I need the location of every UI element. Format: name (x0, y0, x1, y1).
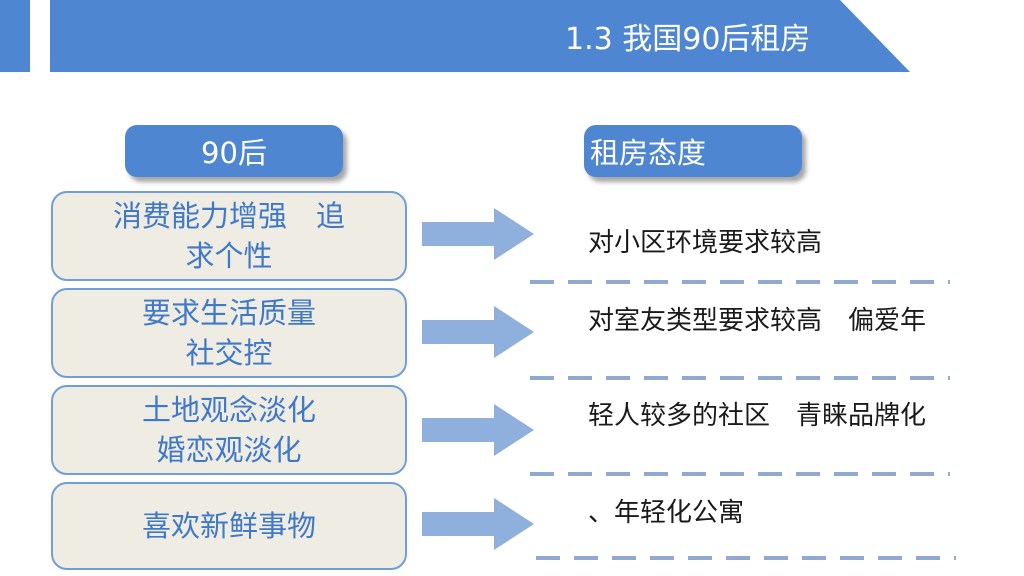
dashed-divider (536, 556, 956, 560)
attitude-text-line: 对小区环境要求较高 (588, 228, 823, 258)
attitude-text-line: 轻人较多的社区 青睐品牌化 (588, 401, 927, 431)
arrow-right-icon (422, 306, 534, 358)
arrow-right-icon (422, 404, 534, 456)
left-accent-tab (0, 0, 30, 72)
factor-box-novelty: 喜欢新鲜事物 (51, 482, 407, 570)
page-title: 1.3 我国90后租房 (565, 22, 811, 57)
attitude-text-line: 、年轻化公寓 (588, 498, 745, 528)
dashed-divider (530, 376, 950, 380)
dashed-divider (530, 280, 950, 284)
factor-box-consumption: 消费能力增强 追 求个性 (51, 191, 407, 281)
factor-box-land: 土地观念淡化 婚恋观淡化 (51, 385, 407, 475)
arrow-right-icon (422, 498, 534, 550)
header-banner (50, 0, 910, 72)
column-heading-attitude: 租房态度 (584, 125, 802, 177)
dashed-divider (530, 472, 950, 476)
arrow-right-icon (422, 208, 534, 260)
column-heading-90s: 90后 (125, 125, 343, 177)
factor-box-quality: 要求生活质量 社交控 (51, 288, 407, 378)
header-banner-shape (50, 0, 910, 72)
attitude-text-line: 对室友类型要求较高 偏爱年 (588, 306, 927, 336)
